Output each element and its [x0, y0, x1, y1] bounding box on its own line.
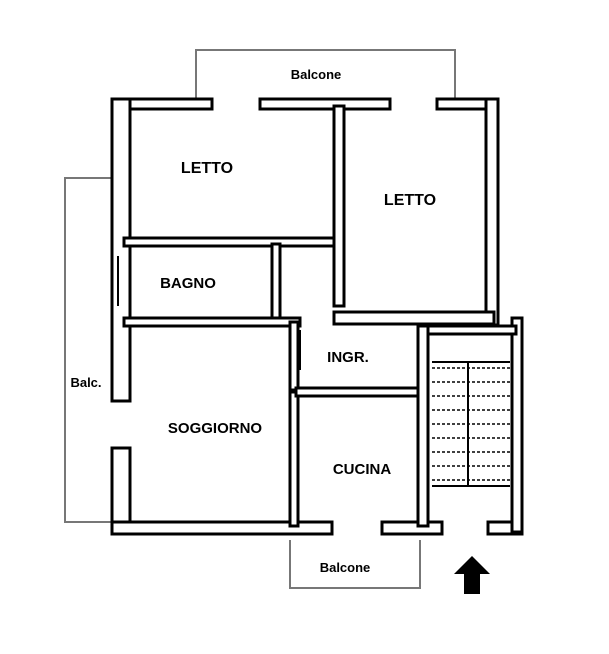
wall-soggiorno-right-lower [288, 390, 300, 528]
balconies [64, 49, 456, 589]
room-labels: LETTO LETTO BAGNO INGR. SOGGIORNO CUCINA… [70, 67, 436, 575]
wall-bottom-cucina [380, 520, 444, 536]
outer-walls [110, 97, 524, 536]
wall-soggiorno-right [288, 320, 300, 392]
room-label-letto-left: LETTO [181, 160, 233, 177]
balc-left-outline [64, 177, 112, 523]
wall-cucina-top [294, 386, 426, 398]
balcony-label-top: Balcone [291, 67, 342, 82]
wall-cucina-right [416, 324, 430, 528]
wall-bagno-bottom [122, 316, 302, 328]
room-label-letto-right: LETTO [384, 192, 436, 209]
wall-right-stair [510, 316, 524, 534]
wall-letto-divider [332, 104, 346, 308]
wall-bagno-right [270, 242, 282, 324]
wall-right-letto [484, 97, 500, 327]
wall-letto-bagno [122, 236, 344, 248]
wall-bottom-left [110, 520, 334, 536]
interior-walls [122, 104, 518, 528]
staircase [432, 361, 510, 487]
wall-letto-right-bottom [332, 310, 496, 326]
arrow-up-icon [454, 556, 490, 594]
room-label-ingresso: INGR. [327, 349, 369, 366]
room-label-soggiorno: SOGGIORNO [168, 420, 263, 437]
wall-left-lower [110, 446, 132, 530]
room-label-bagno: BAGNO [160, 275, 216, 292]
wall-left-upper [110, 97, 132, 403]
balcone-bottom-outline [289, 540, 421, 589]
balcone-top-outline [195, 49, 456, 100]
openings [117, 256, 301, 370]
wall-stair-top [426, 324, 518, 336]
wall-top-middle [258, 97, 392, 111]
room-label-cucina: CUCINA [333, 461, 391, 478]
balcony-label-bottom: Balcone [320, 560, 371, 575]
balcony-label-left: Balc. [70, 375, 101, 390]
